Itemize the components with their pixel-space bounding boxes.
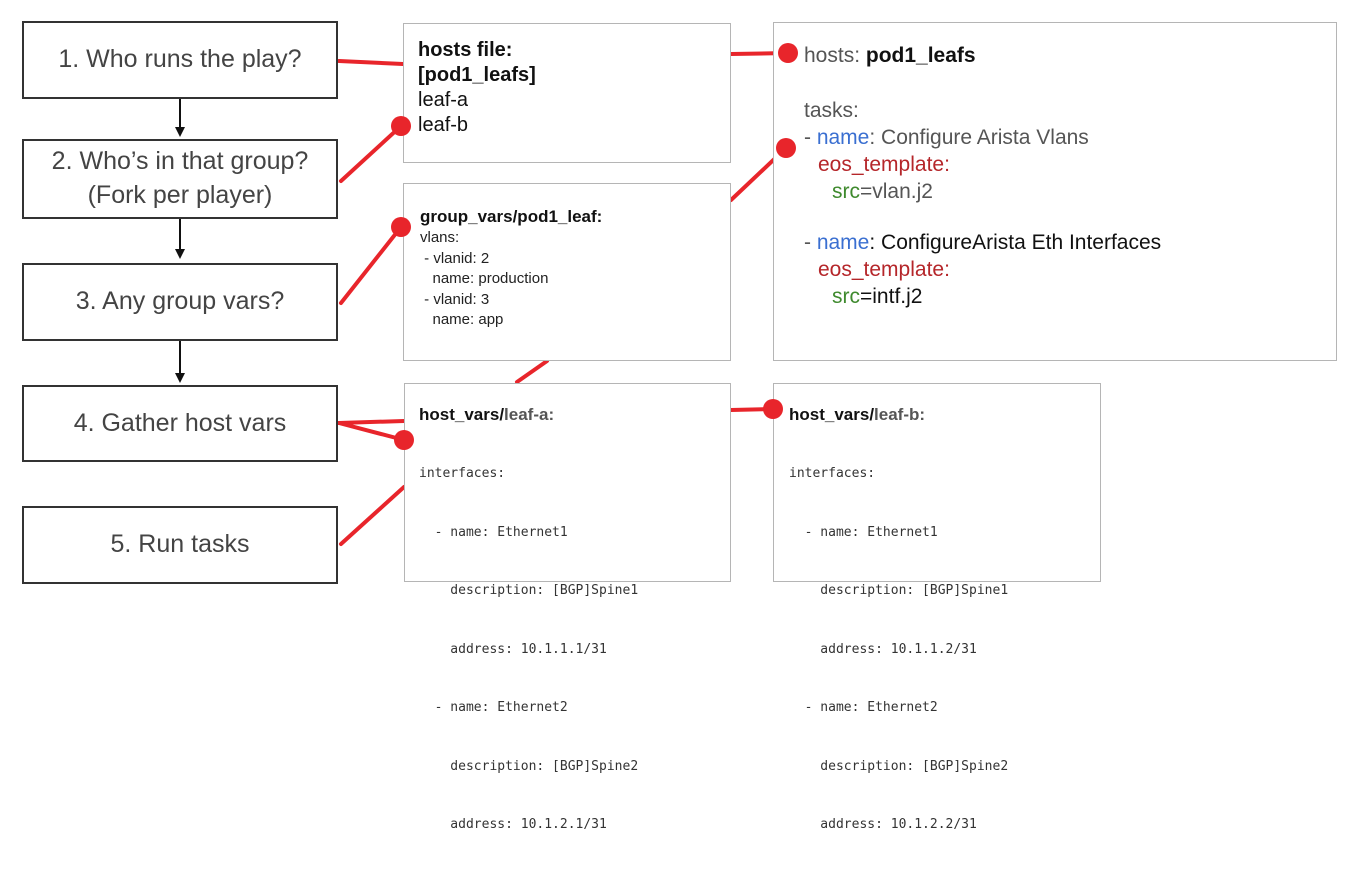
host-vars-line: address: 10.1.1.2/31: [789, 641, 977, 657]
task-name-key: name: [816, 126, 870, 149]
host-vars-line: - name: Ethernet1: [789, 524, 938, 540]
host-vars-line: address: 10.1.2.2/31: [789, 817, 977, 832]
task-src-key: src: [832, 180, 860, 203]
group-vars-line: name: app: [420, 311, 504, 328]
host-vars-line: - name: Ethernet2: [789, 700, 938, 715]
host-vars-line: interfaces:: [419, 466, 506, 481]
task-module: eos_template: [818, 258, 945, 281]
connector-dot: [776, 138, 796, 158]
host-vars-host: leaf-b:: [874, 405, 926, 424]
hosts-file-title: hosts file:: [418, 39, 513, 61]
step-group-vars: 3. Any group vars?: [22, 263, 338, 341]
group-vars-panel: group_vars/pod1_leaf: vlans: - vlanid: 2…: [403, 183, 731, 361]
connector-dot: [391, 116, 411, 136]
hosts-file-panel: hosts file: [pod1_leafs] leaf-a leaf-b: [403, 23, 731, 163]
group-vars-line: name: production: [420, 270, 549, 287]
host-vars-b-title: host_vars/leaf-b:: [789, 404, 1100, 425]
group-vars-line: - vlanid: 2: [420, 249, 490, 267]
connectors: [175, 51, 790, 546]
host-vars-line: - name: Ethernet1: [419, 524, 568, 540]
group-vars-line: - vlanid: 3: [420, 290, 490, 308]
wire-step4-hostvars-b: [337, 421, 406, 442]
wire-step2-hostsfile: [339, 124, 403, 183]
step-run-tasks: 5. Run tasks: [22, 506, 338, 584]
hosts-file-group: [pod1_leafs]: [418, 64, 536, 86]
connector-dot: [394, 430, 414, 450]
host-vars-host: leaf-a:: [504, 405, 555, 424]
host-vars-line: address: 10.1.2.1/31: [419, 817, 607, 832]
wire-step3-groupvars: [339, 225, 403, 305]
step-label: 2. Who’s in that group?: [51, 147, 309, 176]
tasks-key: tasks:: [804, 99, 859, 122]
step-who-runs-play: 1. Who runs the play?: [22, 21, 338, 99]
connector-dot: [391, 217, 411, 237]
group-vars-line: vlans:: [420, 229, 460, 246]
host-vars-line: description: [BGP]Spine2: [789, 758, 1009, 774]
hosts-file-host: leaf-a: [418, 89, 469, 111]
host-vars-a-title: host_vars/leaf-a:: [419, 404, 730, 425]
host-vars-line: description: [BGP]Spine1: [789, 583, 1009, 598]
task-name-value: : ConfigureArista Eth Interfaces: [869, 231, 1162, 254]
task-item: - name: Configure Arista Vlans eos_templ…: [804, 124, 1336, 205]
host-vars-prefix: host_vars/: [789, 405, 875, 424]
hosts-value: pod1_leafs: [865, 44, 976, 67]
host-vars-line: description: [BGP]Spine2: [419, 758, 639, 774]
host-vars-line: description: [BGP]Spine1: [419, 583, 639, 598]
wire-step1-hosts: [337, 59, 405, 66]
task-module: eos_template: [818, 153, 945, 176]
step-whos-in-group: 2. Who’s in that group? (Fork per player…: [22, 139, 338, 219]
step-label: 3. Any group vars?: [75, 287, 285, 316]
task-dash: -: [804, 231, 817, 254]
host-vars-line: - name: Ethernet2: [419, 700, 568, 715]
task-name-value: : Configure Arista Vlans: [869, 126, 1089, 149]
hosts-file-host: leaf-b: [418, 114, 469, 136]
step-label: 4. Gather host vars: [73, 408, 287, 437]
connector-dot: [763, 399, 783, 419]
wire-step5-hostvars: [339, 485, 406, 546]
task-name-key: name: [816, 231, 870, 254]
step-label: 1. Who runs the play?: [58, 45, 302, 74]
connector-dot: [778, 43, 798, 63]
host-vars-a-body: interfaces: - name: Ethernet1 descriptio…: [419, 425, 730, 874]
host-vars-leaf-a-panel: host_vars/leaf-a: interfaces: - name: Et…: [404, 383, 731, 832]
step-gather-host-vars: 4. Gather host vars: [22, 385, 338, 462]
wire-groupvars-hostvars: [515, 359, 549, 384]
host-vars-line: address: 10.1.1.1/31: [419, 641, 607, 657]
task-src-key: src: [832, 285, 860, 308]
step-sublabel: (Fork per player): [87, 181, 273, 209]
host-vars-leaf-b-panel: host_vars/leaf-b: interfaces: - name: Et…: [773, 383, 1101, 832]
red-connectors: [337, 51, 790, 546]
task-src-value: =vlan.j2: [860, 180, 933, 203]
host-vars-b-body: interfaces: - name: Ethernet1 descriptio…: [789, 425, 1100, 874]
group-vars-title: group_vars/pod1_leaf:: [420, 207, 603, 226]
host-vars-prefix: host_vars/: [419, 405, 505, 424]
task-module-colon: :: [944, 258, 950, 281]
hosts-key: hosts:: [804, 44, 861, 67]
playbook-hosts-line: hosts: pod1_leafs: [804, 43, 1336, 69]
step-label: 5. Run tasks: [110, 530, 250, 559]
wire-step4-hostvars-a: [337, 419, 406, 425]
group-vars-body: vlans: - vlanid: 2 name: production - vl…: [420, 228, 730, 331]
task-item: - name: ConfigureArista Eth Interfaces e…: [804, 229, 1336, 310]
task-dash: -: [804, 126, 817, 149]
task-src-value: =intf.j2: [860, 285, 923, 308]
task-module-colon: :: [944, 153, 950, 176]
host-vars-line: interfaces:: [789, 466, 876, 481]
playbook-panel: hosts: pod1_leafs tasks: - name: Configu…: [773, 22, 1337, 361]
